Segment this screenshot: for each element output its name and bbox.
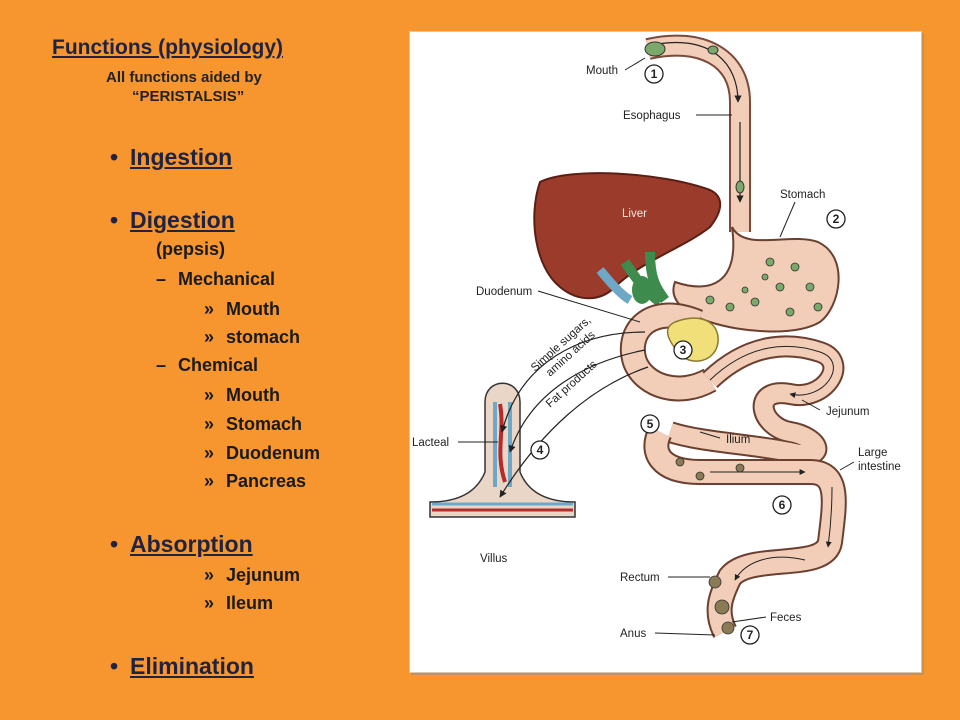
bullet: • [110,653,119,679]
step-marker-2: 2 [826,209,846,229]
slide-subtitle: All functions aided by “PERISTALSIS” [106,68,262,106]
slide-title: Functions (physiology) [52,36,283,59]
heading-ingestion-label: Ingestion [130,144,233,170]
dash: – [156,355,167,375]
subtitle-line-2: “PERISTALSIS” [132,88,245,105]
item-mech-mouth: »Mouth [204,299,280,319]
item-abs-ileum: »Ileum [204,593,274,613]
duodenum-shape [619,302,719,402]
label-duodenum: Duodenum [476,286,532,298]
step-marker-7: 7 [740,625,760,645]
step-marker-3: 3 [673,340,693,360]
heading-digestion: • Digestion [110,207,235,234]
heading-absorption-label: Absorption [130,531,253,557]
item-chemical: –Chemical [156,355,258,376]
item-chemical-label: Chemical [178,355,259,375]
step-marker-1: 1 [644,64,664,84]
label-large-intestine-1: Large [858,447,887,459]
item-chem-duodenum: »Duodenum [204,443,320,463]
step-marker-4: 4 [530,440,550,460]
small-intestine [666,335,845,466]
svg-text:4: 4 [537,443,544,457]
absorption-arrows [499,331,649,498]
step-marker-6: 6 [772,495,792,515]
guillemet: » [204,593,215,613]
step-marker-5: 5 [640,414,660,434]
heading-elimination: • Elimination [110,653,254,680]
item-mech-stomach: »stomach [204,327,301,347]
guillemet: » [204,385,215,405]
label-villus: Villus [480,553,508,565]
guillemet: » [204,299,215,319]
liver-shape: Liver [533,172,722,307]
item-abs-jejunum: »Jejunum [204,565,301,585]
label-anus: Anus [620,628,646,640]
item-mechanical-label: Mechanical [178,269,276,289]
bullet: • [110,144,119,170]
digestion-note: (pepsis) [156,239,226,259]
bullet: • [110,207,119,233]
label-rectum: Rectum [620,572,660,584]
digestive-system-diagram: Liver [409,31,922,673]
step-markers: 1 2 3 4 5 6 7 [530,64,846,645]
svg-text:1: 1 [651,67,658,81]
svg-text:5: 5 [647,417,654,431]
label-large-intestine-2: intestine [858,461,901,473]
heading-ingestion: • Ingestion [110,144,232,171]
item-mechanical: –Mechanical [156,269,275,290]
item-chem-stomach: »Stomach [204,414,303,434]
label-jejunum: Jejunum [826,406,869,418]
svg-text:7: 7 [747,628,754,642]
heading-elimination-label: Elimination [130,653,254,679]
label-esophagus: Esophagus [623,110,681,122]
guillemet: » [204,443,215,463]
guillemet: » [204,414,215,434]
text-column: Functions (physiology) All functions aid… [0,0,400,720]
svg-text:2: 2 [833,212,840,226]
guillemet: » [204,471,215,491]
label-liver: Liver [622,208,647,220]
item-chem-pancreas: »Pancreas [204,471,307,491]
stomach-shape [672,226,840,333]
label-feces: Feces [770,612,802,624]
esophagus-tube [644,34,751,232]
subtitle-line-1: All functions aided by [106,69,262,86]
heading-digestion-label: Digestion [130,207,235,233]
label-ilium: Ilium [726,434,750,446]
label-stomach: Stomach [780,189,825,201]
svg-text:3: 3 [680,343,687,357]
diagram-canvas: Liver [412,34,901,645]
guillemet: » [204,565,215,585]
heading-absorption: • Absorption [110,531,253,558]
label-lacteal: Lacteal [412,437,449,449]
label-mouth: Mouth [586,65,618,77]
large-intestine [643,426,847,638]
svg-text:6: 6 [779,498,786,512]
item-chem-mouth: »Mouth [204,385,280,405]
villus-figure [429,382,576,518]
bullet: • [110,531,119,557]
dash: – [156,269,167,289]
guillemet: » [204,327,215,347]
